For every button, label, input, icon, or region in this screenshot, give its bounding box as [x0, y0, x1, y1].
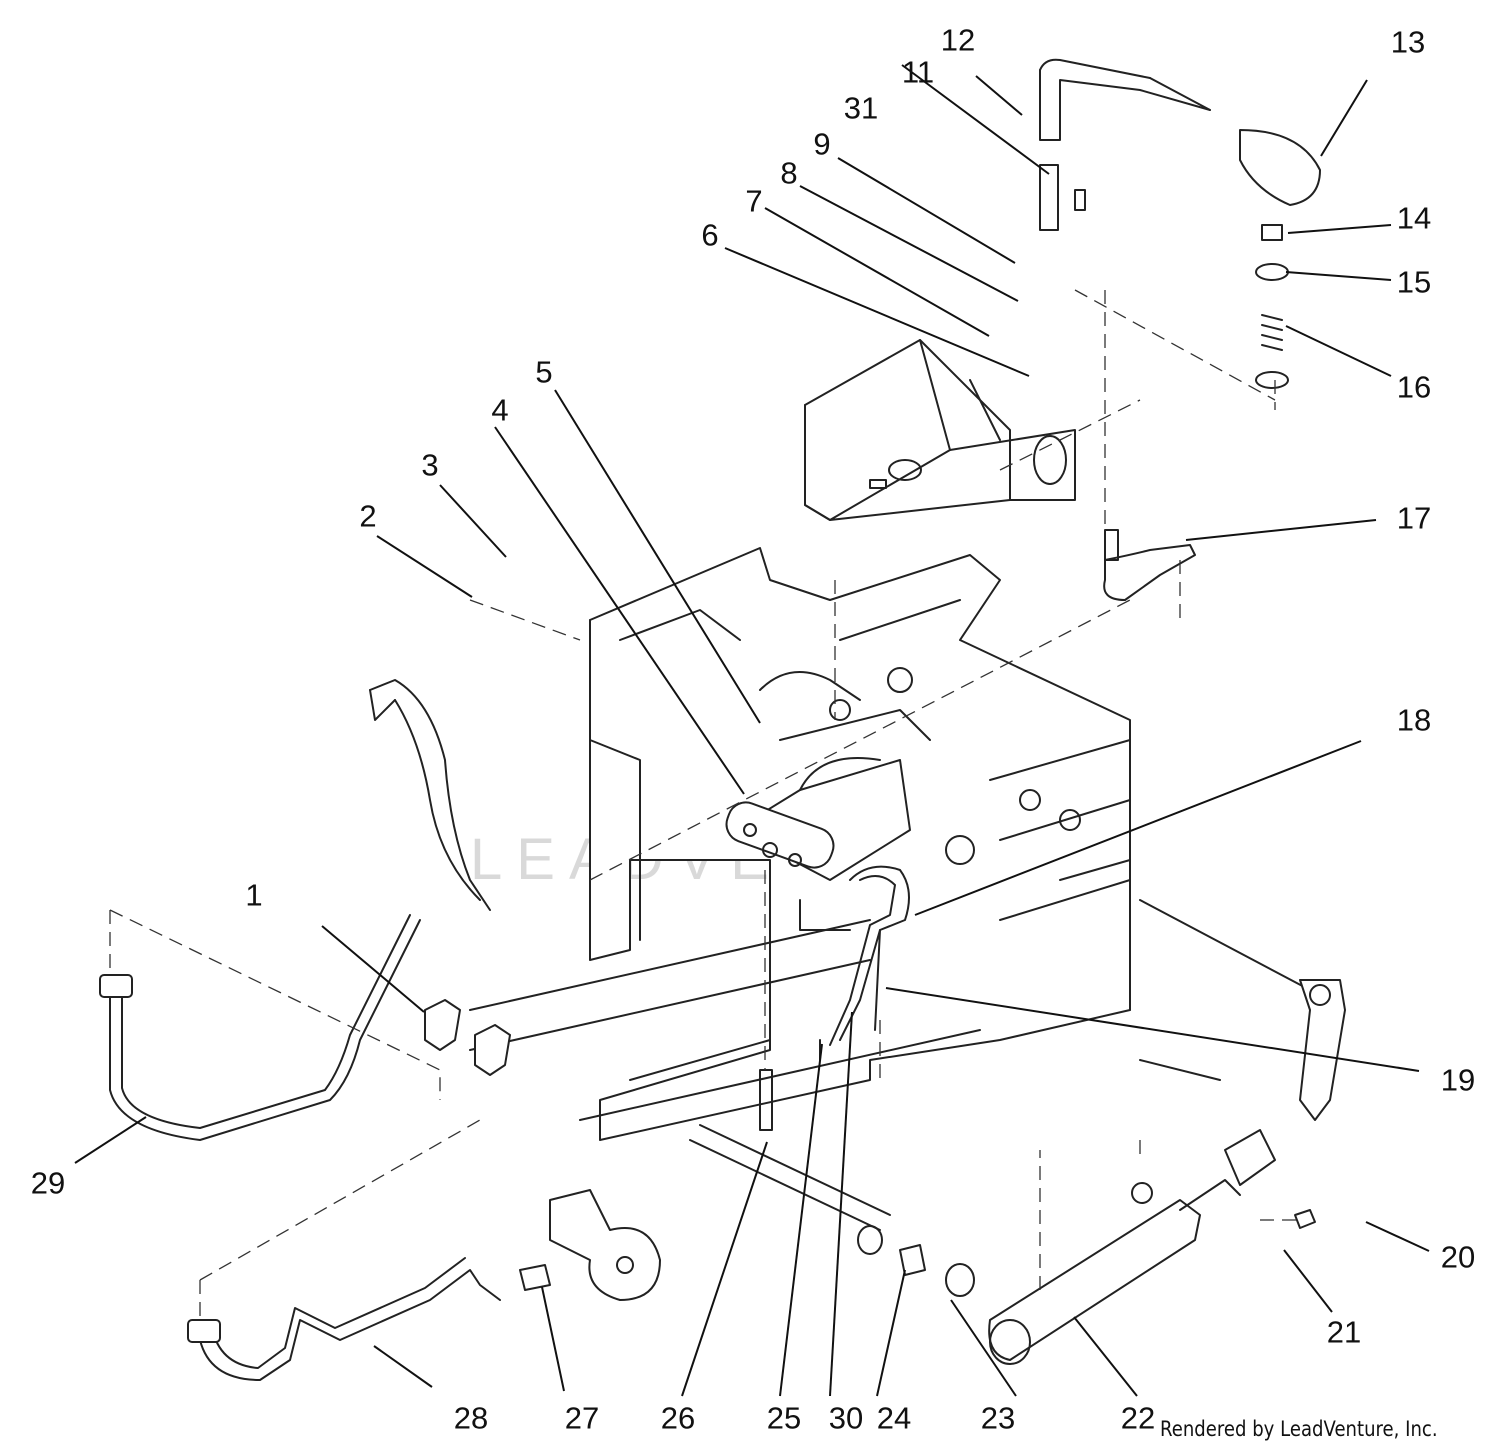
pivot-arm: [1139, 899, 1346, 1121]
callout-17: 17: [1396, 500, 1432, 536]
callout-4: 4: [491, 392, 509, 428]
callout-20: 20: [1440, 1239, 1476, 1275]
callout-14: 14: [1396, 200, 1432, 236]
callout-6: 6: [701, 217, 719, 253]
callout-15: 15: [1396, 264, 1432, 300]
hydraulic-cylinder: [988, 1129, 1276, 1365]
control-lever: [1039, 58, 1321, 231]
callout-28: 28: [453, 1400, 489, 1436]
callout-25: 25: [766, 1400, 802, 1436]
hoses: [799, 865, 910, 1061]
callout-31: 31: [843, 90, 879, 126]
callout-30: 30: [828, 1400, 864, 1436]
spring-stack: [1255, 224, 1289, 389]
assembly-dashed-lines: [109, 289, 1300, 1320]
elbow-fittings: [424, 999, 511, 1076]
hydraulic-lines: [99, 914, 501, 1381]
callout-19: 19: [1440, 1062, 1476, 1098]
callout-9: 9: [813, 126, 831, 162]
valve-block: [725, 757, 911, 881]
callout-24: 24: [876, 1400, 912, 1436]
callout-16: 16: [1396, 369, 1432, 405]
leader-lines: [74, 64, 1430, 1397]
bolts: [759, 189, 1316, 1229]
drive-motor: [519, 1189, 661, 1301]
link-bracket: [1103, 529, 1196, 601]
callout-26: 26: [660, 1400, 696, 1436]
callout-3: 3: [421, 447, 439, 483]
callout-7: 7: [745, 183, 763, 219]
callout-5: 5: [535, 354, 553, 390]
callout-21: 21: [1326, 1314, 1362, 1350]
callout-22: 22: [1120, 1400, 1156, 1436]
callout-18: 18: [1396, 702, 1432, 738]
callout-2: 2: [359, 498, 377, 534]
callout-23: 23: [980, 1400, 1016, 1436]
callout-12: 12: [940, 22, 976, 58]
callout-13: 13: [1390, 24, 1426, 60]
upper-bracket: [804, 339, 1076, 521]
rendered-by-credit: Rendered by LeadVenture, Inc.: [1160, 1417, 1438, 1441]
callout-8: 8: [780, 155, 798, 191]
callout-1: 1: [245, 877, 263, 913]
callout-29: 29: [30, 1165, 66, 1201]
cross-tube: [689, 1124, 975, 1297]
callout-27: 27: [564, 1400, 600, 1436]
callout-11: 11: [901, 54, 935, 90]
pump-motor: [369, 679, 491, 911]
